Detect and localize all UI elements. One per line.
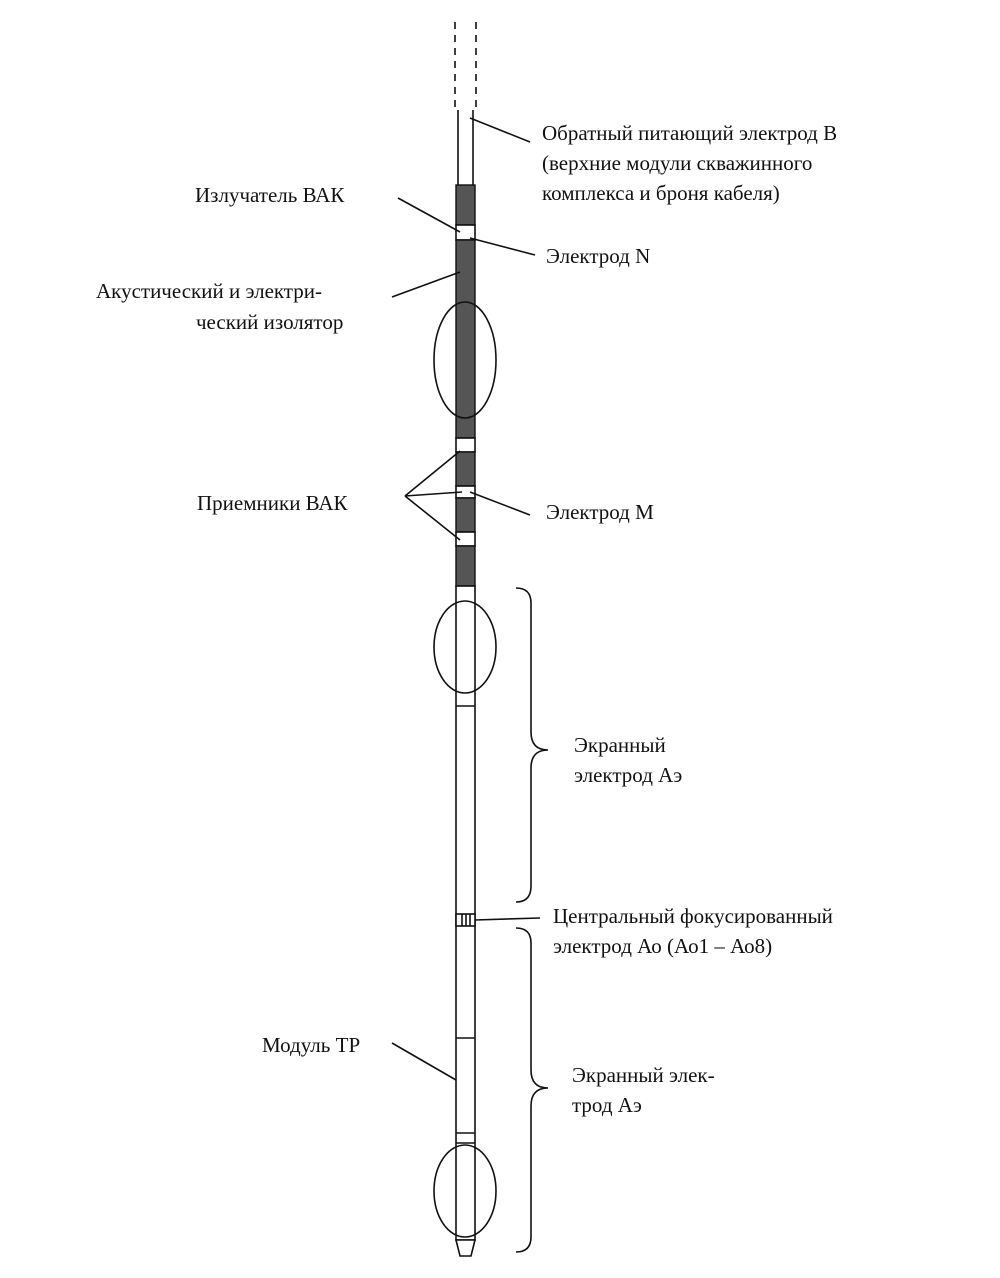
label-module-tr: Модуль ТР: [262, 1033, 360, 1057]
brace-screen-electrode-1: [515, 587, 549, 903]
tool-tip: [454, 1239, 477, 1257]
centralizer-1: [433, 301, 497, 419]
brace-screen-electrode-2: [515, 927, 549, 1253]
label-electrode-m: Электрод М: [546, 500, 654, 524]
upper-module: [455, 184, 476, 587]
label-central-electrode: Центральный фокусированный электрод Ао (…: [553, 904, 838, 958]
centralizer-2: [433, 600, 497, 694]
label-screen-electrode-2: Экранный элек- трод Аэ: [572, 1063, 720, 1117]
label-emitter: Излучатель ВАК: [195, 183, 345, 207]
label-receivers: Приемники ВАК: [197, 491, 349, 515]
leader-lines: [391, 117, 541, 1081]
isolator-block: [455, 239, 476, 439]
lower-module: [454, 585, 477, 1257]
centralizer-3: [433, 1144, 497, 1238]
label-electrode-n: Электрод N: [546, 244, 650, 268]
label-screen-electrode-1: Экранный электрод Аэ: [574, 733, 682, 787]
label-return-electrode: Обратный питающий электрод В (верхние мо…: [542, 121, 842, 205]
label-isolator: Акустический и электри- ческий изолятор: [96, 279, 343, 334]
cable: [454, 22, 477, 185]
receiver-block-1: [455, 437, 476, 453]
